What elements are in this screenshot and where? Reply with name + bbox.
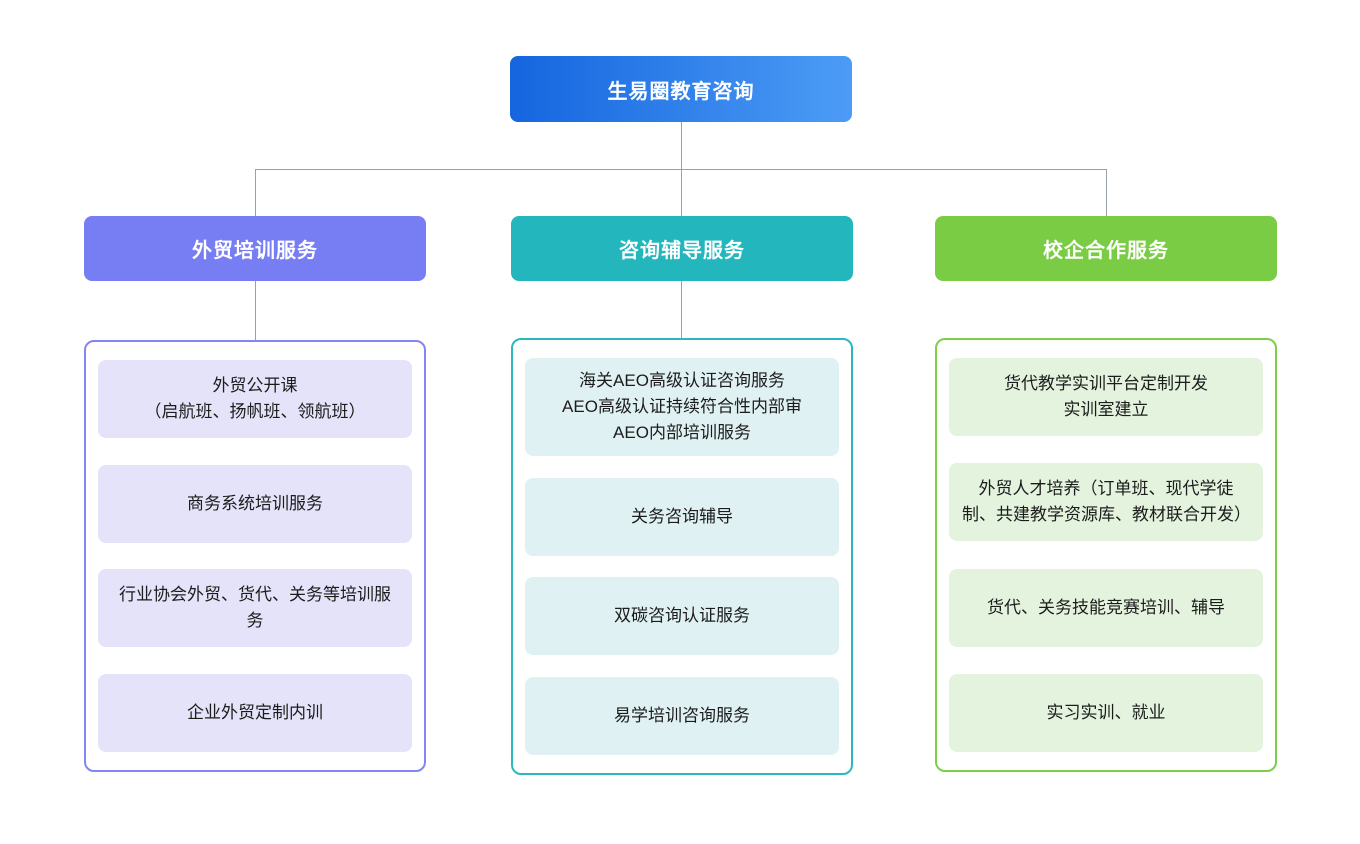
- root-node[interactable]: 生易圈教育咨询: [510, 56, 852, 122]
- branch-header-trade-training[interactable]: 外贸培训服务: [84, 216, 426, 281]
- leaf-node-dual-carbon[interactable]: 双碳咨询认证服务: [525, 577, 839, 656]
- leaf-node-public-course[interactable]: 外贸公开课 （启航班、扬帆班、领航班）: [98, 360, 412, 438]
- leaf-node-aeo-services[interactable]: 海关AEO高级认证咨询服务 AEO高级认证持续符合性内部审 AEO内部培训服务: [525, 358, 839, 456]
- connector-horizontal: [255, 169, 1107, 170]
- leaf-node-training-platform[interactable]: 货代教学实训平台定制开发 实训室建立: [949, 358, 1263, 436]
- branch-container-consulting-coaching: 海关AEO高级认证咨询服务 AEO高级认证持续符合性内部审 AEO内部培训服务 …: [511, 338, 853, 775]
- leaf-node-association-training[interactable]: 行业协会外贸、货代、关务等培训服务: [98, 569, 412, 648]
- leaf-node-customs-coaching[interactable]: 关务咨询辅导: [525, 477, 839, 556]
- leaf-node-talent-cultivation[interactable]: 外贸人才培养（订单班、现代学徒制、共建教学资源库、教材联合开发）: [949, 463, 1263, 542]
- leaf-node-yixue-training[interactable]: 易学培训咨询服务: [525, 676, 839, 755]
- branch-header-school-enterprise[interactable]: 校企合作服务: [935, 216, 1277, 281]
- connector-branch2-to-container: [681, 281, 682, 338]
- leaf-node-skill-competition[interactable]: 货代、关务技能竞赛培训、辅导: [949, 568, 1263, 647]
- leaf-node-custom-training[interactable]: 企业外贸定制内训: [98, 673, 412, 752]
- branch-container-trade-training: 外贸公开课 （启航班、扬帆班、领航班） 商务系统培训服务 行业协会外贸、货代、关…: [84, 340, 426, 772]
- leaf-node-internship[interactable]: 实习实训、就业: [949, 673, 1263, 752]
- branch-header-consulting-coaching[interactable]: 咨询辅导服务: [511, 216, 853, 281]
- branch-container-school-enterprise: 货代教学实训平台定制开发 实训室建立 外贸人才培养（订单班、现代学徒制、共建教学…: [935, 338, 1277, 772]
- leaf-node-business-system[interactable]: 商务系统培训服务: [98, 464, 412, 543]
- connector-branch1-drop: [255, 169, 256, 216]
- connector-branch3-drop: [1106, 169, 1107, 216]
- connector-branch1-to-container: [255, 281, 256, 340]
